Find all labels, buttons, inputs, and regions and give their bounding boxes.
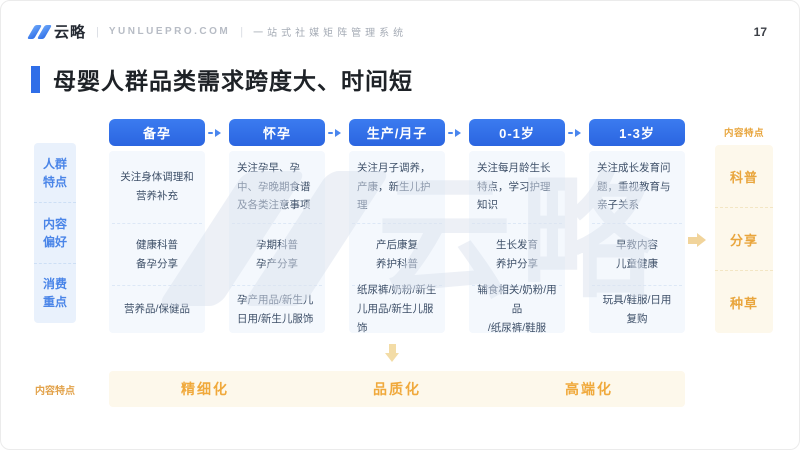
flow-arrow-icon	[328, 129, 341, 137]
stage-cell: 孕产用品/新生儿日用/新生儿服饰	[232, 285, 322, 333]
header-tagline: 一站式社媒矩阵管理系统	[253, 28, 408, 39]
flow-arrow-icon	[448, 129, 461, 137]
header-separator: |	[240, 25, 244, 38]
stage-column-body: 关注每月龄生长特点，学习护理知识 生长发育 养护分享 辅食相关/奶粉/用品 /纸…	[469, 151, 565, 334]
stage-column-body: 关注成长发育问题，重视教育与亲子关系 早教内容 儿童健康 玩具/鞋服/日用 复购	[589, 151, 685, 333]
right-panel-label: 内容特点	[723, 128, 764, 139]
stage-cell: 孕期科普 孕产分享	[232, 223, 322, 285]
row-label-audience: 人群 特点	[42, 156, 67, 189]
logo-text: 云略	[54, 24, 87, 41]
stage-cell: 纸尿裤/奶粉/新生儿用品/新生儿服饰	[352, 284, 442, 334]
stage-cell: 生长发育 养护分享	[472, 223, 562, 285]
flow-arrow-icon	[208, 129, 221, 137]
stage-pill: 备孕	[109, 119, 205, 146]
row-label-column: 人群 特点 内容 偏好 消费 重点	[34, 143, 76, 323]
to-bottom-bar-arrow-icon	[385, 344, 399, 362]
stage-cell: 辅食相关/奶粉/用品 /纸尿裤/鞋服	[472, 284, 562, 334]
bottom-item: 品质化	[373, 381, 421, 397]
right-panel-body: 科普 分享 种草	[715, 145, 773, 333]
title-accent-bar	[31, 65, 40, 93]
stage-cell: 关注身体调理和 营养补充	[120, 171, 194, 202]
stage-cell: 营养品/保健品	[112, 285, 202, 333]
bottom-item: 高端化	[565, 381, 613, 397]
stage-cell: 关注孕早、孕中、孕晚期食谱及各类注意事项	[237, 161, 311, 212]
to-right-panel-arrow-icon	[688, 233, 706, 247]
stage-column: 1-3岁 关注成长发育问题，重视教育与亲子关系 早教内容 儿童健康 玩具/鞋服/…	[589, 119, 685, 333]
header: 云略 | YUNLUEPRO.COM | 一站式社媒矩阵管理系统 17	[26, 21, 767, 42]
header-domain: YUNLUEPRO.COM	[108, 26, 231, 37]
row-label-consumption: 消费 重点	[34, 262, 76, 323]
stage-cell: 关注月子调养，产康，新生儿护理	[357, 161, 431, 212]
stage-column: 生产/月子 关注月子调养，产康，新生儿护理 产后康复 养护科普 纸尿裤/奶粉/新…	[349, 119, 445, 334]
stage-cell: 关注每月龄生长特点，学习护理知识	[477, 161, 551, 212]
bottom-bar: 精细化 品质化 高端化	[109, 371, 685, 407]
bottom-label: 内容特点	[35, 385, 75, 397]
stage-pill: 0-1岁	[469, 119, 565, 146]
stage-column: 怀孕 关注孕早、孕中、孕晚期食谱及各类注意事项 孕期科普 孕产分享 孕产用品/新…	[229, 119, 325, 333]
logo: 云略	[26, 21, 87, 42]
stage-column: 备孕 关注身体调理和 营养补充 健康科普 备孕分享 营养品/保健品	[109, 119, 205, 333]
page-number: 17	[753, 24, 767, 39]
right-panel: 内容特点 科普 分享 种草	[715, 125, 773, 333]
right-panel-item: 科普	[729, 169, 758, 185]
stage-column-body: 关注身体调理和 营养补充 健康科普 备孕分享 营养品/保健品	[109, 151, 205, 333]
logo-slashes-icon	[26, 24, 53, 39]
stage-pill: 怀孕	[229, 119, 325, 146]
stage-pill: 生产/月子	[349, 119, 445, 146]
stage-cell: 关注成长发育问题，重视教育与亲子关系	[597, 161, 671, 212]
row-label-content: 内容 偏好	[34, 202, 76, 262]
right-panel-item: 种草	[715, 270, 773, 333]
stage-pill: 1-3岁	[589, 119, 685, 146]
stage-cell: 产后康复 养护科普	[352, 223, 442, 285]
bottom-item: 精细化	[181, 381, 229, 397]
stage-column-body: 关注月子调养，产康，新生儿护理 产后康复 养护科普 纸尿裤/奶粉/新生儿用品/新…	[349, 151, 445, 334]
flow-arrow-icon	[568, 129, 581, 137]
stage-cell: 早教内容 儿童健康	[592, 223, 682, 285]
stage-cell: 玩具/鞋服/日用 复购	[592, 285, 682, 333]
page-title: 母婴人群品类需求跨度大、时间短	[53, 68, 413, 94]
title-row: 母婴人群品类需求跨度大、时间短	[31, 62, 413, 96]
right-panel-item: 分享	[715, 207, 773, 270]
stage-column: 0-1岁 关注每月龄生长特点，学习护理知识 生长发育 养护分享 辅食相关/奶粉/…	[469, 119, 565, 334]
header-separator: |	[96, 25, 99, 38]
stage-column-body: 关注孕早、孕中、孕晚期食谱及各类注意事项 孕期科普 孕产分享 孕产用品/新生儿日…	[229, 151, 325, 333]
stage-cell: 健康科普 备孕分享	[112, 223, 202, 285]
